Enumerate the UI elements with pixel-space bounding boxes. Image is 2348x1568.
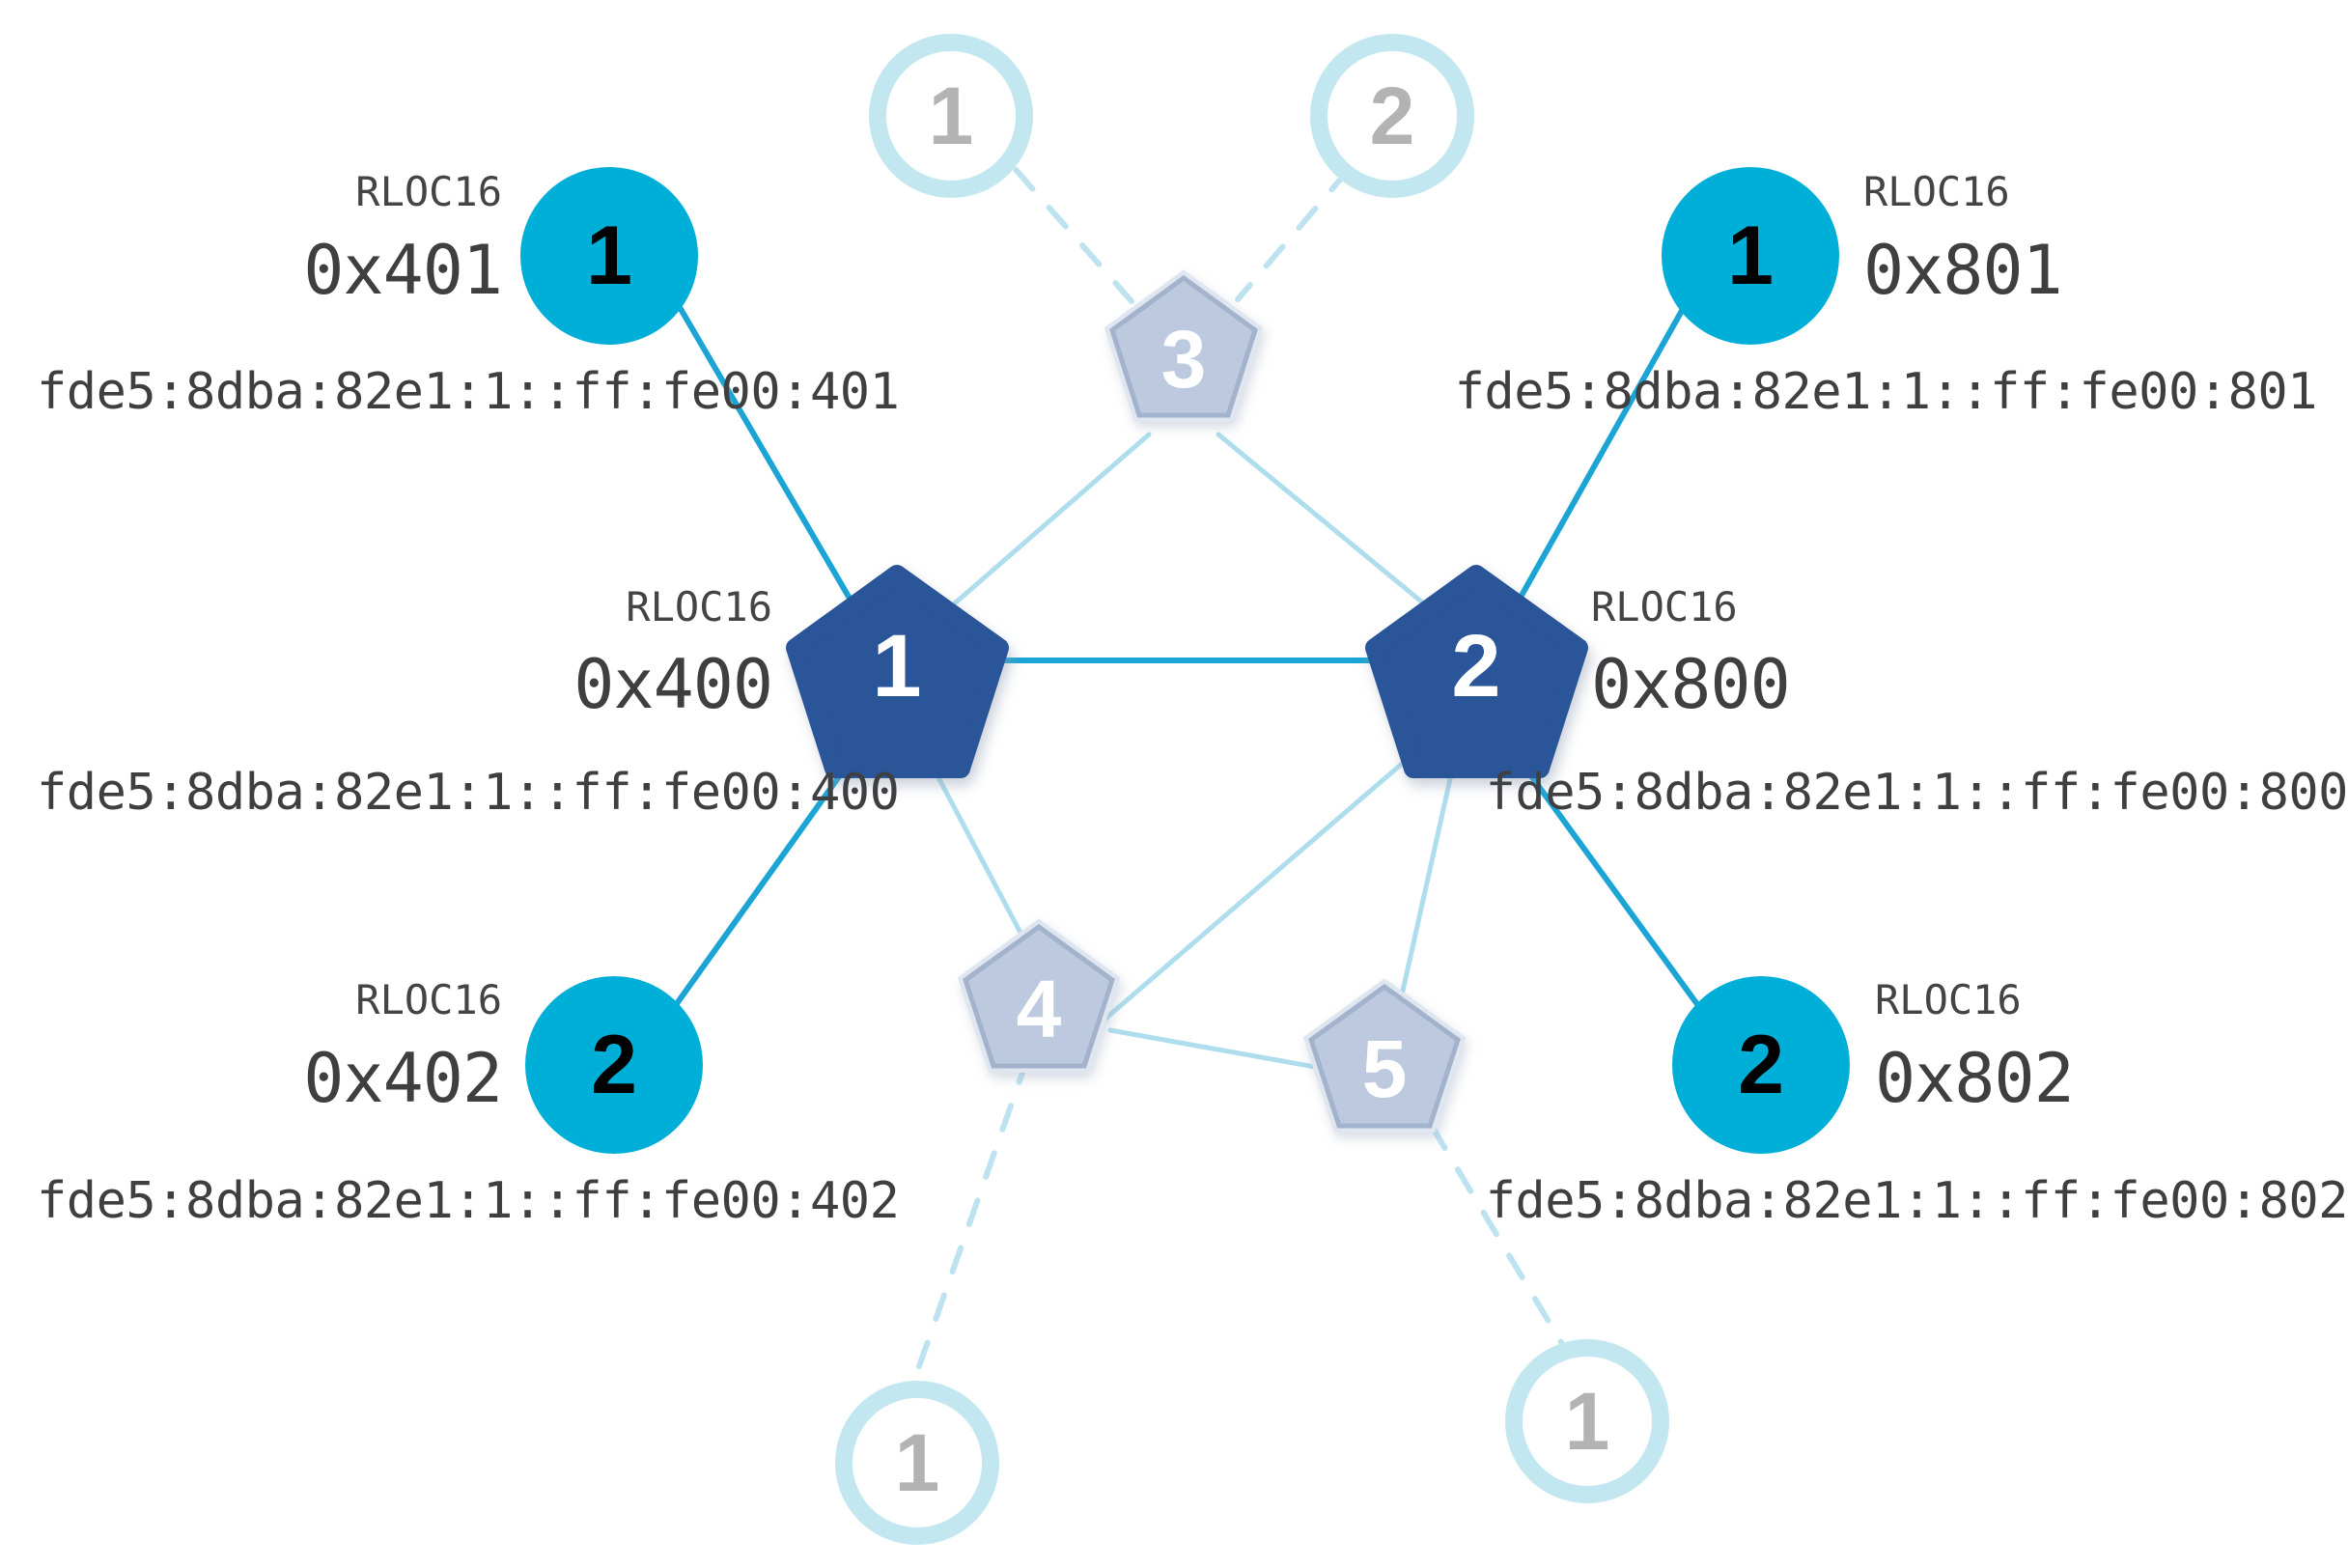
child-node-0x802[interactable] <box>1672 976 1850 1154</box>
edge-router0x800-child0x802 <box>1503 739 1728 1046</box>
child-ipv6-0x802: fde5:8dba:82e1:1::ff:fe00:802 <box>1485 1172 2348 1230</box>
child-ipv6-0x401: fde5:8dba:82e1:1::ff:fe00:401 <box>37 363 900 421</box>
child-ipv6-0x801: fde5:8dba:82e1:1::ff:fe00:801 <box>1454 363 2318 421</box>
router-rloc16-caption-0x800: RLOC16 <box>1591 583 1738 630</box>
edge-hollow-top-left-unknown3 <box>980 129 1134 304</box>
edge-unknown3-router0x800 <box>1216 432 1456 630</box>
edge-unknown4-unknown5 <box>1107 1027 1345 1075</box>
router-rloc16-caption-0x400: RLOC16 <box>626 583 772 630</box>
unknown-router-3[interactable] <box>1104 269 1264 422</box>
unknown-router-4[interactable] <box>957 918 1121 1073</box>
child-rloc16-value-0x402: 0x402 <box>303 1039 503 1118</box>
router-node-0x800[interactable] <box>1365 565 1588 778</box>
edge-unknown3-router0x400 <box>924 432 1152 630</box>
hollow-child-top-right[interactable] <box>1310 34 1474 198</box>
child-node-0x402[interactable] <box>525 976 703 1154</box>
unknown-router-5[interactable] <box>1302 978 1467 1133</box>
child-node-0x401[interactable] <box>520 167 698 345</box>
router-rloc16-value-0x800: 0x800 <box>1591 645 1791 724</box>
router-rloc16-value-0x400: 0x400 <box>573 645 773 724</box>
router-ipv6-0x800: fde5:8dba:82e1:1::ff:fe00:800 <box>1485 764 2348 822</box>
edge-router0x800-unknown4 <box>1103 731 1440 1022</box>
child-rloc16-value-0x802: 0x802 <box>1875 1039 2075 1118</box>
child-ipv6-0x402: fde5:8dba:82e1:1::ff:fe00:402 <box>37 1172 900 1230</box>
child-rloc16-value-0x801: 0x801 <box>1863 231 2063 310</box>
edge-router0x400-child0x402 <box>646 739 867 1046</box>
edge-router0x800-unknown5 <box>1394 733 1463 1020</box>
edge-child0x401-router0x400 <box>651 260 872 634</box>
child-node-0x801[interactable] <box>1662 167 1839 345</box>
child-rloc16-caption-0x401: RLOC16 <box>355 168 502 215</box>
child-rloc16-caption-0x402: RLOC16 <box>355 976 502 1023</box>
edge-hollow-bottom-right-unknown5 <box>1418 1106 1577 1366</box>
child-rloc16-value-0x401: 0x401 <box>303 231 503 310</box>
edge-hollow-bottom-left-unknown4 <box>916 1059 1029 1369</box>
child-rloc16-caption-0x802: RLOC16 <box>1875 976 2022 1023</box>
hollow-child-bottom-right[interactable] <box>1505 1339 1669 1503</box>
child-rloc16-caption-0x801: RLOC16 <box>1863 168 2010 215</box>
edge-child0x801-router0x800 <box>1498 260 1712 634</box>
router-node-0x400[interactable] <box>786 565 1009 778</box>
hollow-child-bottom-left[interactable] <box>835 1381 999 1545</box>
edge-hollow-top-right-unknown3 <box>1235 129 1384 302</box>
router-ipv6-0x400: fde5:8dba:82e1:1::ff:fe00:400 <box>37 764 900 822</box>
hollow-child-top-left[interactable] <box>869 34 1033 198</box>
